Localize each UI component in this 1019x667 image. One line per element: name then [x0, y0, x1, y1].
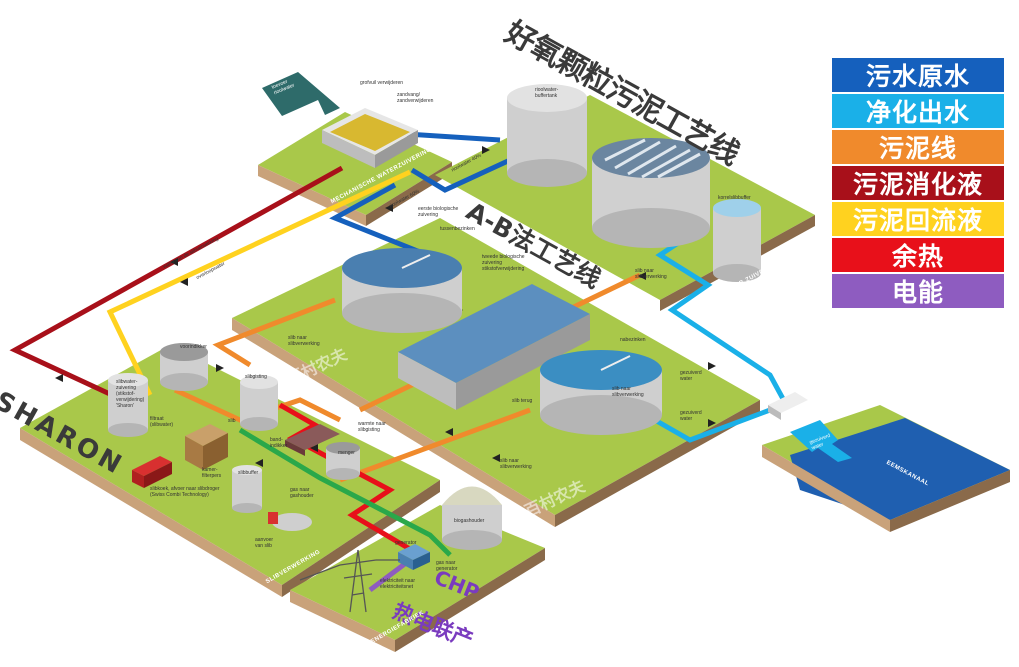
- label-gas-gashouder: gas naar gashouder: [290, 487, 314, 499]
- flow-arrow: [708, 362, 716, 370]
- label-slib-naar-4: slib naar slibverwerking: [500, 458, 532, 470]
- label-generator: generator: [395, 540, 417, 546]
- platform-mechanical: [258, 112, 452, 226]
- pipe-raw-40: [329, 182, 436, 261]
- label-slibgisting: slibgisting: [245, 374, 267, 380]
- slibgisting-tank: [240, 375, 278, 431]
- flow-arrow: [180, 278, 188, 286]
- power-pylon: [299, 549, 400, 613]
- label-slib-terug: slib terug: [512, 398, 533, 404]
- first-bio-tank: [342, 248, 462, 333]
- granular-reactor: [592, 138, 710, 248]
- legend-item-raw-water: 污水原水: [832, 58, 1004, 92]
- legend: 污水原水 净化出水 污泥线 污泥消化液 污泥回流液 余热 电能: [832, 58, 1004, 310]
- inlet-screen: [322, 108, 418, 168]
- outlet-arrow: [790, 420, 852, 462]
- label-tweede-bio: tweede biologische zuivering stikstofver…: [482, 254, 525, 272]
- label-filtraat: filtraat (slibwater): [150, 416, 174, 428]
- label-grofvuil: grofvuil verwijderen: [360, 80, 404, 86]
- label-buffertank: rioolwater- buffertank: [535, 87, 559, 99]
- kamerfilterpers-unit: [185, 424, 228, 470]
- slibbuffer-tank: [232, 465, 262, 513]
- pipe-electricity: [368, 558, 412, 592]
- label-slib-naar-2: slib naar slibverwerking: [635, 268, 667, 280]
- label-menger: menger: [338, 450, 355, 456]
- flow-arrow: [170, 258, 178, 266]
- pipe-sludge-3: [339, 407, 531, 483]
- second-bio-basin: [398, 284, 590, 410]
- label-gas-generator: gas naar generator: [436, 560, 458, 572]
- label-slib: slib: [228, 418, 236, 424]
- menger-tank: [326, 442, 360, 480]
- bandindikker-unit: [285, 424, 340, 456]
- label-zandvang: zandvang/ zandverwijderen: [397, 92, 434, 104]
- korrelslibbuffer-tank: [713, 199, 761, 282]
- flow-arrow: [445, 428, 453, 436]
- flow-arrow: [708, 419, 716, 427]
- flow-arrow: [385, 204, 393, 212]
- legend-item-sludge: 污泥线: [832, 130, 1004, 164]
- generator-unit: [398, 544, 430, 570]
- inlet-arrow: [262, 72, 340, 116]
- label-aanvoer: aanvoer van slib: [255, 537, 274, 549]
- platform-eemskanaal: [762, 405, 1010, 532]
- label-elektriciteit: elektriciteit naar elektriciteitsnet: [380, 578, 416, 590]
- outlet-gate: [768, 392, 808, 420]
- flow-arrow: [255, 459, 263, 467]
- biogashouder-dome: [442, 486, 502, 550]
- flow-arrow: [216, 364, 224, 372]
- pipe-return: [106, 169, 412, 397]
- pipe-clean: [655, 232, 791, 410]
- label-voorindikker: voorindikker: [180, 344, 207, 350]
- label-slibbuffer: slibbuffer: [238, 470, 259, 476]
- flow-arrow: [492, 454, 500, 462]
- label-slibkoek: slibkoek, afvoer naar slibdroger (Swiss …: [150, 486, 220, 498]
- voorindikker-tank: [160, 343, 208, 391]
- fire-truck: [132, 456, 172, 488]
- legend-item-heat: 余热: [832, 238, 1004, 272]
- label-tussenbezinken: tussenbezinken: [440, 226, 475, 232]
- label-eerste-bio: eerste biologische zuivering: [418, 206, 459, 218]
- legend-item-electricity: 电能: [832, 274, 1004, 308]
- label-sharon: slibwater- zuivering (stikstof- verwijde…: [116, 379, 145, 409]
- flow-arrow: [638, 272, 646, 280]
- pipe-sludge-2: [212, 297, 336, 368]
- label-slib-naar-1: slib naar slibverwerking: [288, 335, 320, 347]
- pipe-raw-60: [410, 157, 512, 193]
- label-slib-naar-3: slib naar slibverwerking: [612, 386, 644, 398]
- pipe-digestate: [9, 165, 344, 398]
- label-biogashouder: biogashouder: [454, 518, 485, 524]
- rioolwater-buffertank: [507, 84, 587, 187]
- legend-item-digestate: 污泥消化液: [832, 166, 1004, 200]
- legend-item-return: 污泥回流液: [832, 202, 1004, 236]
- flow-arrow: [482, 146, 490, 154]
- label-korrelslibbuffer: korrelslibbuffer: [718, 195, 751, 201]
- label-gezuiverd-2: gezuiverd water: [680, 410, 702, 422]
- label-gezuiverd-1: gezuiverd water: [680, 370, 702, 382]
- flow-arrow: [310, 444, 318, 452]
- legend-item-clean-water: 净化出水: [832, 94, 1004, 128]
- tanker-truck: [268, 512, 312, 531]
- label-kamerfilterpers: kamer- filterpers: [202, 467, 222, 479]
- pipe-gas: [238, 427, 452, 557]
- nabezinken-tank: [540, 350, 662, 435]
- label-warmte: warmte naar slibgisting: [358, 421, 386, 433]
- sharon-tank: [108, 373, 148, 437]
- flow-arrow: [55, 374, 63, 382]
- label-nabezinken: nabezinken: [620, 337, 646, 343]
- label-bandindikker: band- indikker: [270, 437, 288, 449]
